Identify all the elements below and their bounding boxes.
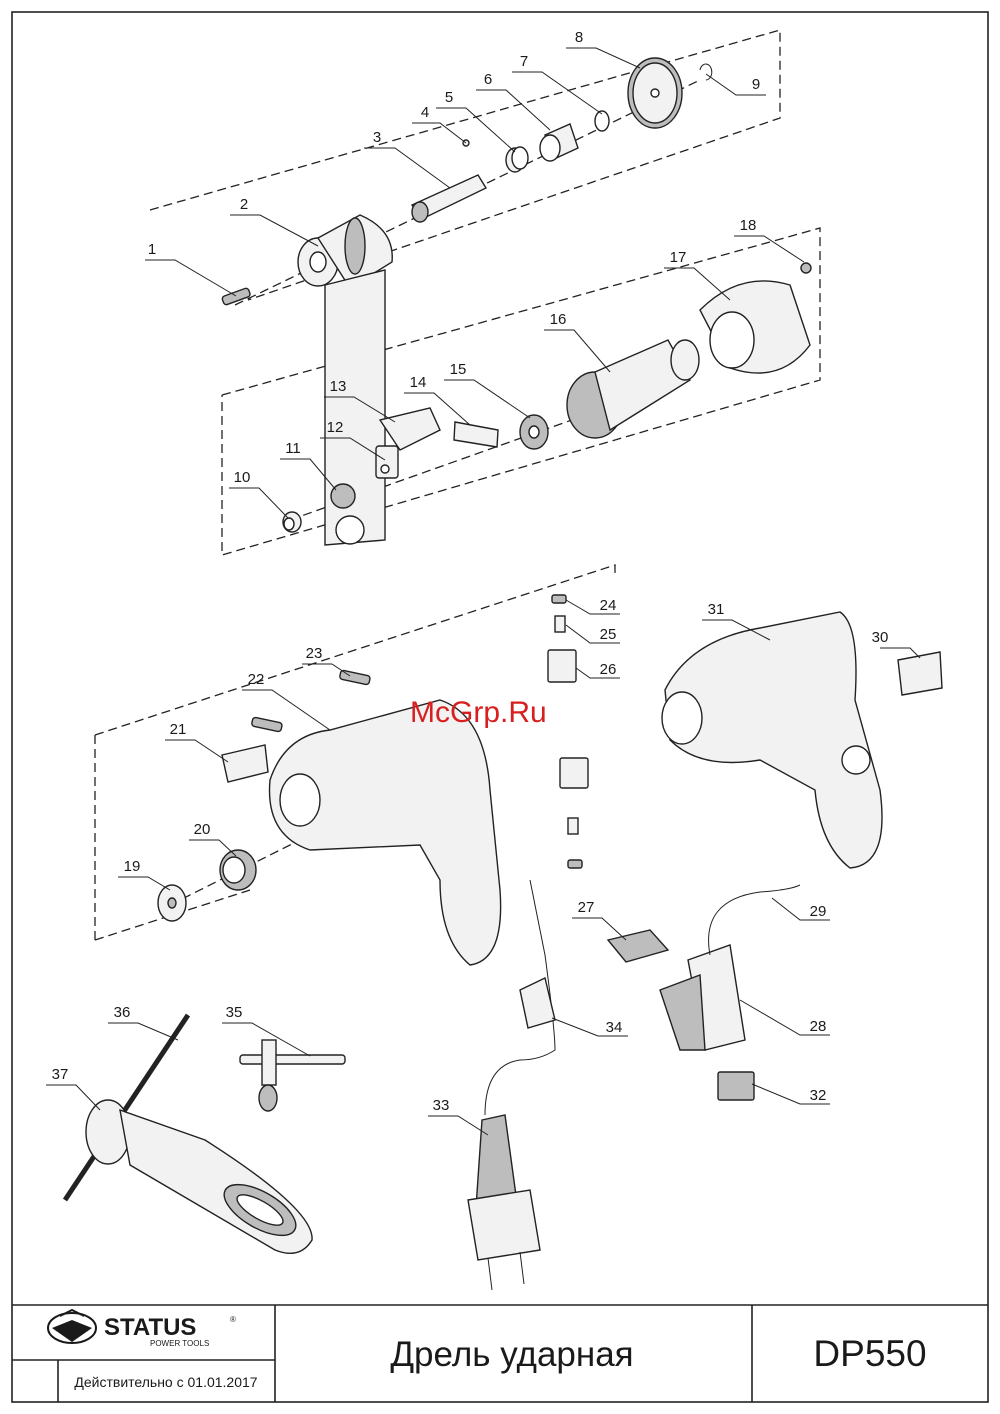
- brand-name: STATUS: [104, 1314, 196, 1341]
- brand-subtitle: POWER TOOLS: [150, 1339, 209, 1348]
- sheet-border: [11, 11, 989, 1403]
- part-20-seal: [219, 849, 257, 891]
- callout-28: 28: [810, 1018, 827, 1035]
- group-outline-motor: [221, 227, 821, 556]
- callout-labels: 1 2 3 4 5 6 7 8 9 10 11 12 13 14 15 16 1…: [52, 29, 889, 1114]
- callout-17: 17: [670, 249, 687, 266]
- part-15-bearing: [519, 414, 549, 450]
- callout-5: 5: [445, 89, 453, 106]
- callout-1: 1: [148, 241, 156, 258]
- brand-registered-mark: ®: [230, 1315, 236, 1324]
- title-block: STATUS ® POWER TOOLS Действительно с 01.…: [12, 1304, 988, 1402]
- part-36-depth-rod: [62, 1013, 191, 1202]
- callout-18: 18: [740, 217, 757, 234]
- callout-34: 34: [606, 1019, 623, 1036]
- part-7-ring: [594, 110, 610, 132]
- callout-33: 33: [433, 1097, 450, 1114]
- callout-12: 12: [327, 419, 344, 436]
- drawing-title: Дрель ударная: [390, 1335, 633, 1374]
- callout-23: 23: [306, 645, 323, 662]
- callout-4: 4: [421, 104, 429, 121]
- model-number: DP550: [813, 1333, 926, 1374]
- part-24-brush-cap: [551, 594, 567, 604]
- callout-35: 35: [226, 1004, 243, 1021]
- part-8-gear: [627, 57, 683, 129]
- part-24b-brush-cap: [567, 859, 583, 869]
- part-18-screw: [800, 262, 812, 274]
- callout-32: 32: [810, 1087, 827, 1104]
- part-9-circlip: [699, 63, 713, 81]
- callout-8: 8: [575, 29, 583, 46]
- callout-37: 37: [52, 1066, 69, 1083]
- part-26-brush-holder: [547, 649, 577, 683]
- part-5-spring: [505, 146, 529, 173]
- part-25-brush: [554, 615, 566, 633]
- part-21-label: [221, 744, 269, 783]
- part-33-plug: [467, 1114, 541, 1291]
- callout-22: 22: [248, 671, 265, 688]
- part-1-screw: [221, 287, 251, 306]
- group-outline-gearbox: [149, 29, 781, 301]
- callout-3: 3: [373, 129, 381, 146]
- part-16-armature: [566, 339, 700, 439]
- callout-2: 2: [240, 196, 248, 213]
- group-outline-housing: [94, 564, 616, 736]
- callout-25: 25: [600, 626, 617, 643]
- part-32-switch-block: [717, 1071, 755, 1101]
- callout-31: 31: [708, 601, 725, 618]
- callout-10: 10: [234, 469, 251, 486]
- part-26b-brush-holder: [559, 757, 589, 789]
- callout-7: 7: [520, 53, 528, 70]
- part-23b-screw: [251, 716, 283, 733]
- callout-11: 11: [285, 440, 301, 457]
- part-11-plate: [324, 269, 386, 546]
- part-35-chuck-key: [239, 1039, 346, 1112]
- callout-21: 21: [170, 721, 187, 738]
- part-6-bushing: [539, 123, 579, 162]
- callout-20: 20: [194, 821, 211, 838]
- callout-19: 19: [124, 858, 141, 875]
- part-34-cord: [484, 879, 556, 1116]
- callout-26: 26: [600, 661, 617, 678]
- callout-27: 27: [578, 899, 595, 916]
- part-27-capacitor: [606, 929, 670, 963]
- part-14-strip: [453, 421, 499, 448]
- callout-9: 9: [752, 76, 760, 93]
- part-2-chuck: [297, 214, 393, 289]
- callout-36: 36: [114, 1004, 131, 1021]
- part-30-label: [897, 651, 943, 696]
- part-3-spindle: [411, 174, 488, 223]
- part-31-housing: [661, 611, 883, 869]
- part-12-bracket: [375, 445, 399, 479]
- part-25b-brush: [567, 817, 579, 835]
- callout-6: 6: [484, 71, 492, 88]
- callout-30: 30: [872, 629, 889, 646]
- callout-24: 24: [600, 597, 617, 614]
- leader-lines: [46, 47, 921, 1136]
- callout-29: 29: [810, 903, 827, 920]
- part-13-lever: [378, 407, 441, 451]
- callout-14: 14: [410, 374, 427, 391]
- callout-13: 13: [330, 378, 347, 395]
- part-22-housing: [268, 699, 502, 966]
- part-29-wires: [708, 884, 801, 956]
- watermark-text: McGrp.Ru: [410, 696, 547, 729]
- callout-15: 15: [450, 361, 467, 378]
- part-28-switch: [659, 944, 746, 1051]
- status-eagle-logo-icon: [47, 1308, 97, 1344]
- valid-from-text: Действительно с 01.01.2017: [74, 1374, 257, 1390]
- part-37-side-handle: [85, 1099, 313, 1254]
- part-17-stator: [699, 280, 811, 374]
- callout-16: 16: [550, 311, 567, 328]
- part-19-washer: [157, 884, 187, 922]
